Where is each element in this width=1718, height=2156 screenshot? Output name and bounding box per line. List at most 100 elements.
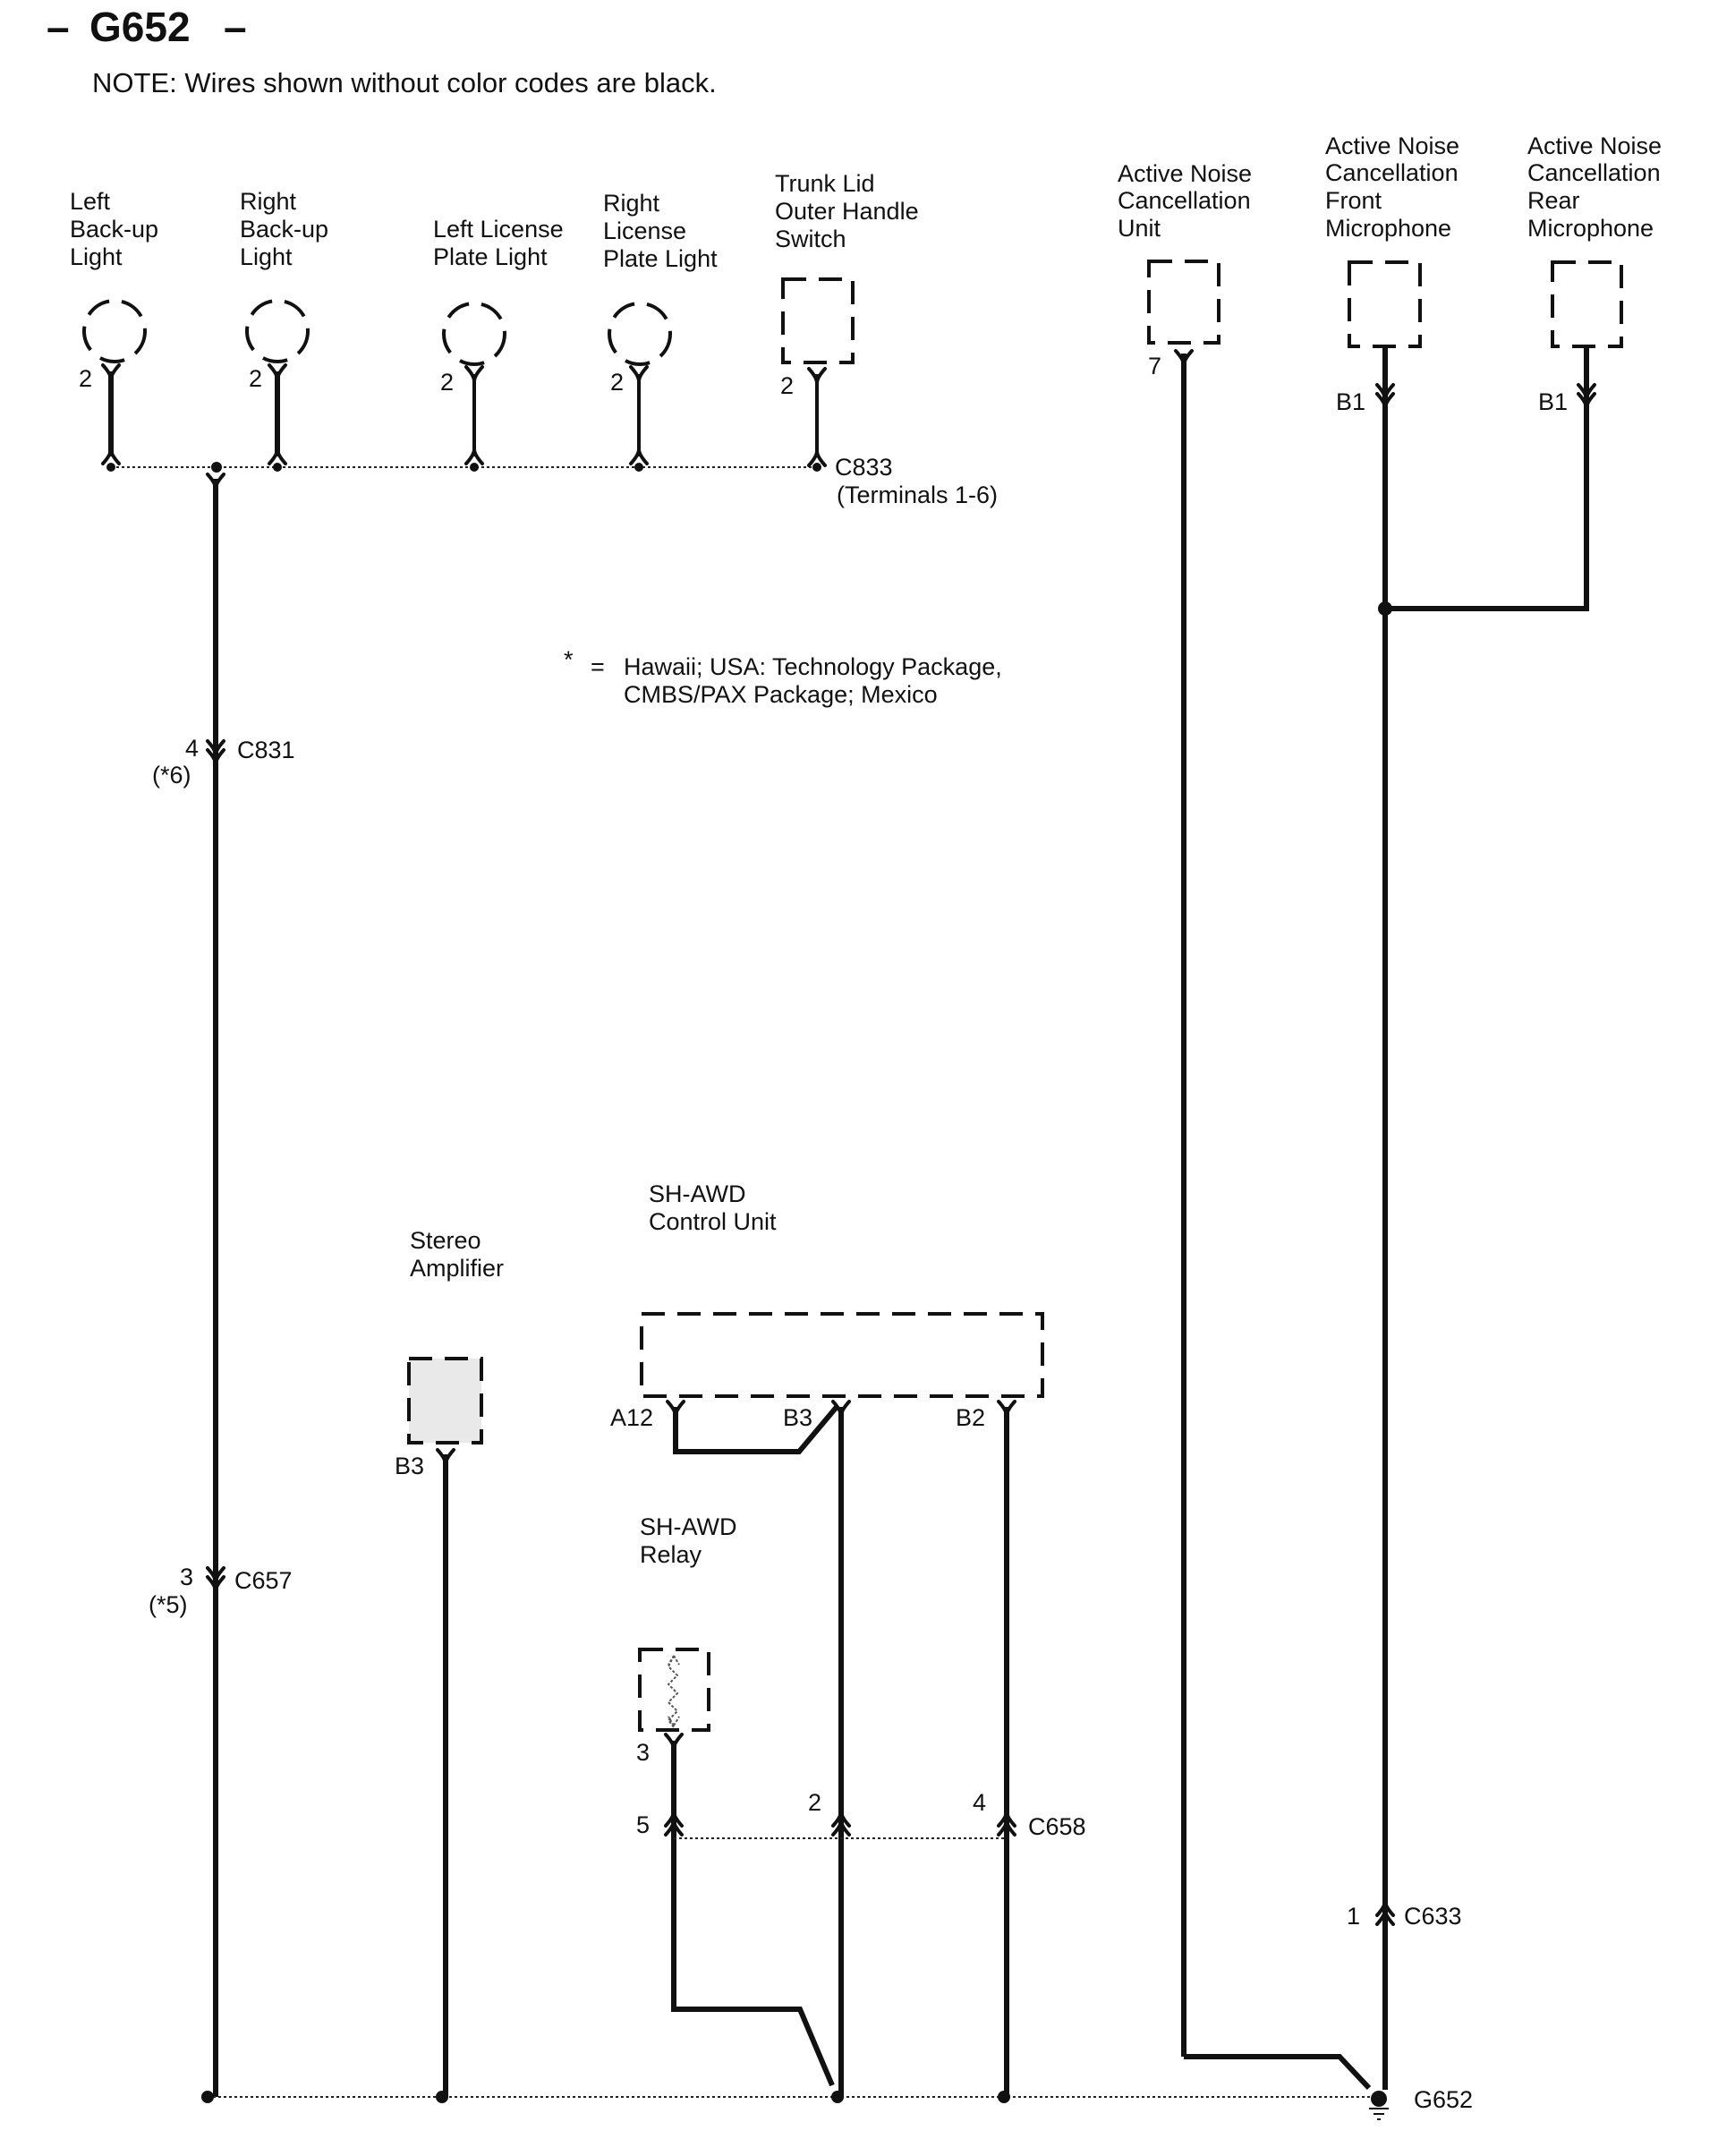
- connector-c658-pin: 2: [808, 1789, 821, 1816]
- splice-dot: [1378, 601, 1392, 616]
- pin-label: 3: [636, 1739, 650, 1766]
- stereo-amp-box: [407, 1357, 483, 1444]
- svg-text:Back-up: Back-up: [70, 216, 158, 243]
- ground-dot: [1371, 2091, 1387, 2107]
- terminal-y-icon: [206, 473, 225, 490]
- pin-label: B3: [395, 1453, 424, 1479]
- connector-b1-rear-icon: [1577, 383, 1596, 400]
- svg-text:Unit: Unit: [1118, 215, 1161, 242]
- connector-c658-pin: 4: [973, 1789, 986, 1816]
- connector-c657-pin: 3: [180, 1564, 193, 1590]
- terminal-y-icon: [268, 363, 287, 380]
- ground-label: G652: [1414, 2086, 1473, 2113]
- title-dash-right: –: [224, 4, 247, 50]
- svg-text:*: *: [564, 646, 574, 673]
- terminal-cap-icon: [807, 450, 827, 467]
- terminal-y-icon: [1174, 349, 1194, 366]
- connector-c658-label: C658: [1028, 1813, 1086, 1840]
- connector-c658-icon: [997, 1819, 1016, 1836]
- connector-b1-front-icon: [1375, 392, 1395, 409]
- connector-c658-icon: [997, 1811, 1016, 1828]
- label-anc-unit: Active Noise Cancellation Unit: [1118, 160, 1252, 242]
- svg-text:Light: Light: [240, 243, 293, 270]
- connector-c658-icon: [831, 1819, 851, 1836]
- svg-text:Left License: Left License: [433, 216, 564, 243]
- shawd-control-unit-box: [640, 1312, 1044, 1398]
- left-license-light-bulb-icon: [442, 302, 506, 366]
- right-license-light-bulb-icon: [608, 302, 672, 366]
- svg-text:Cancellation: Cancellation: [1325, 159, 1459, 186]
- terminal-y-icon: [629, 365, 649, 382]
- right-backup-light-bulb-icon: [245, 299, 310, 363]
- pin-label: 7: [1148, 353, 1161, 379]
- label-trunk-lid-switch: Trunk Lid Outer Handle Switch: [775, 170, 919, 252]
- terminal-y-icon: [664, 1733, 684, 1750]
- svg-text:Rear: Rear: [1527, 187, 1580, 214]
- svg-text:Plate Light: Plate Light: [433, 243, 548, 270]
- terminal-cap-icon: [101, 448, 121, 465]
- label-left-backup-light: Left Back-up Light: [70, 188, 158, 270]
- label-shawd-relay: SH-AWD Relay: [640, 1513, 737, 1568]
- connector-c658-icon: [831, 1811, 851, 1828]
- left-backup-light-bulb-icon: [82, 299, 147, 363]
- junction-dot: [470, 463, 479, 472]
- svg-text:Outer Handle: Outer Handle: [775, 198, 919, 225]
- trunk-switch-box: [781, 277, 855, 364]
- svg-text:Active Noise: Active Noise: [1527, 132, 1662, 159]
- label-anc-rear-mic: Active Noise Cancellation Rear Microphon…: [1527, 132, 1662, 242]
- junction-dot: [273, 463, 282, 472]
- svg-text:Hawaii; USA: Technology Packag: Hawaii; USA: Technology Package,: [624, 653, 1002, 680]
- terminal-cap-icon: [464, 448, 484, 465]
- junction-dot: [812, 463, 821, 472]
- svg-text:Control Unit: Control Unit: [649, 1208, 777, 1235]
- wire-shawd-relay: [671, 1741, 835, 2087]
- wires: [108, 346, 1589, 2097]
- label-right-license-plate-light: Right License Plate Light: [603, 190, 718, 272]
- pin-label: B3: [783, 1404, 812, 1431]
- footnote: * = Hawaii; USA: Technology Package, CMB…: [564, 646, 1002, 708]
- pin-label: 2: [249, 365, 262, 392]
- connector-c633-icon: [1375, 1909, 1395, 1926]
- svg-text:Trunk Lid: Trunk Lid: [775, 170, 875, 197]
- junction-dot: [436, 2091, 448, 2103]
- label-left-license-plate-light: Left License Plate Light: [433, 216, 564, 270]
- pin-label: 2: [79, 365, 92, 392]
- junction-dots: [106, 462, 1392, 2107]
- wire-anc-rear-mic: [1385, 346, 1589, 611]
- connector-c831-alt-pin: (*6): [152, 762, 191, 788]
- svg-text:Front: Front: [1325, 187, 1382, 214]
- connector-c657-icon: [206, 1575, 225, 1592]
- relay-coil-icon: [667, 1655, 680, 1728]
- terminal-y-icon: [464, 365, 484, 382]
- terminal-y-icon: [436, 1448, 455, 1465]
- pin-label: B1: [1538, 388, 1568, 415]
- pin-label: B2: [956, 1404, 985, 1431]
- terminal-y-icon: [807, 367, 827, 384]
- svg-text:Light: Light: [70, 243, 123, 270]
- pin-label: B1: [1336, 388, 1365, 415]
- stereo-amp-shading: [409, 1359, 481, 1443]
- label-anc-front-mic: Active Noise Cancellation Front Micropho…: [1325, 132, 1459, 242]
- connector-c658-pin: 5: [636, 1811, 650, 1838]
- connector-b1-rear-icon: [1577, 392, 1596, 409]
- svg-text:SH-AWD: SH-AWD: [640, 1513, 737, 1540]
- svg-text:Right: Right: [240, 188, 297, 215]
- junction-dot: [634, 463, 643, 472]
- connector-c633-icon: [1375, 1900, 1395, 1917]
- svg-text:Active Noise: Active Noise: [1325, 132, 1459, 159]
- pin-label: 2: [440, 369, 454, 396]
- anc-front-mic-box: [1348, 260, 1422, 348]
- svg-text:Cancellation: Cancellation: [1118, 187, 1251, 214]
- connector-b1-front-icon: [1375, 383, 1395, 400]
- terminal-y-icon: [101, 363, 121, 380]
- junction-dot: [211, 462, 222, 473]
- svg-text:Switch: Switch: [775, 226, 846, 252]
- label-right-backup-light: Right Back-up Light: [240, 188, 328, 270]
- wire-color-note: NOTE: Wires shown without color codes ar…: [92, 67, 717, 98]
- wire-anc-unit-jog: [1184, 2054, 1372, 2091]
- label-stereo-amplifier: Stereo Amplifier: [410, 1227, 504, 1282]
- svg-text:SH-AWD: SH-AWD: [649, 1180, 746, 1207]
- svg-text:Plate Light: Plate Light: [603, 245, 718, 272]
- terminal-y-icon: [831, 1400, 851, 1417]
